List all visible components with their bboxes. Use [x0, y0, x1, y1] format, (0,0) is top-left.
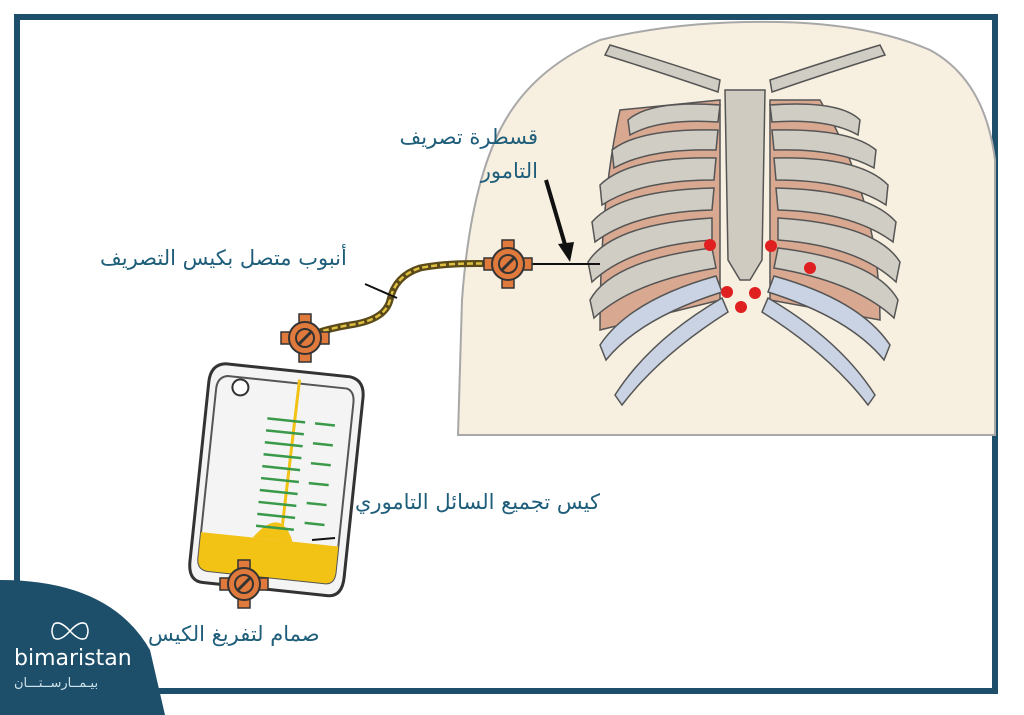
catheter-label: قسطرة تصريف التامور	[388, 120, 539, 188]
valve-label: صمام لتفريغ الكيس	[148, 622, 320, 646]
volume-scale	[255, 417, 336, 532]
brand-name: bimaristan	[14, 646, 132, 671]
collection-bag	[188, 362, 365, 598]
tube-label: أنبوب متصل بكيس التصريف	[100, 246, 347, 270]
logo-background	[0, 580, 165, 715]
catheter-pointer-arrow	[544, 179, 574, 262]
tube-leader-line	[364, 283, 398, 299]
catheter-label-line1: قسطرة تصريف	[399, 125, 539, 149]
bag-inlet-stopcock	[280, 313, 330, 363]
bow-icon	[51, 622, 89, 640]
bag-outlet-stopcock	[219, 559, 269, 609]
torso	[456, 20, 996, 436]
bag-label: كيس تجميع السائل التاموري	[355, 490, 600, 514]
catheter-label-line2: التامور	[480, 159, 538, 183]
brand-arabic: بيـمــارســتـــان	[14, 676, 99, 691]
catheter-stopcock	[483, 239, 533, 289]
entry-point-markers	[704, 239, 816, 313]
bag-leader-line	[311, 537, 336, 541]
ribcage	[587, 44, 901, 407]
